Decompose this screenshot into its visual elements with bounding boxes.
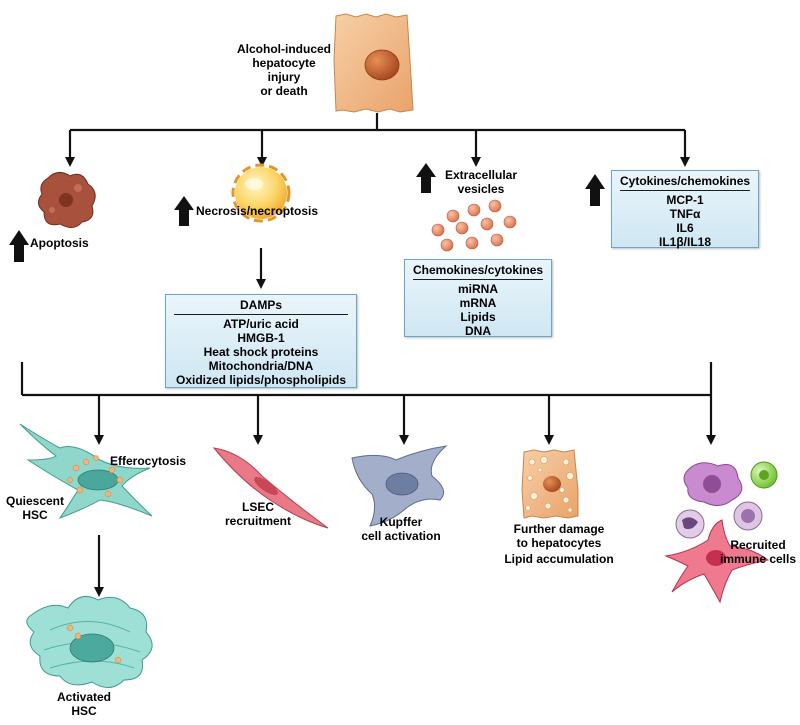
upper-branch-lines xyxy=(65,113,690,167)
cytokine-item: MCP-1 xyxy=(666,193,704,207)
quiescent-hsc-label: Quiescent HSC xyxy=(2,494,68,522)
damps-item: Mitochondria/DNA xyxy=(208,359,314,373)
damage-line: Lipid accumulation xyxy=(504,552,614,566)
immune-cells-icon xyxy=(664,461,778,604)
cytokine-item: IL6 xyxy=(676,221,694,235)
steatotic-hepatocyte-icon xyxy=(521,449,579,519)
damps-box: DAMPs ATP/uric acid HMGB-1 Heat shock pr… xyxy=(165,294,357,388)
extracellular-vesicles-label: Extracellular vesicles xyxy=(436,168,526,196)
quiescent-hsc-icon xyxy=(19,423,153,520)
immune-line: Recruited xyxy=(730,538,786,552)
activated-hsc-label: Activated HSC xyxy=(44,690,124,718)
damps-item: Heat shock proteins xyxy=(203,345,319,359)
kupffer-line: cell activation xyxy=(361,529,441,543)
extracellular-vesicles-icon xyxy=(431,199,517,252)
lsec-line: LSEC xyxy=(241,500,274,514)
cargo-item: DNA xyxy=(465,324,491,338)
damps-box-title: DAMPs xyxy=(174,298,348,315)
lsec-label: LSEC recruitment xyxy=(216,500,300,528)
vesicle-cargo-box: Chemokines/cytokines miRNA mRNA Lipids D… xyxy=(404,259,552,338)
damage-line: to hepatocytes xyxy=(516,536,602,550)
source-line: injury xyxy=(267,70,301,84)
immune-cells-label: Recruited immune cells xyxy=(718,538,798,566)
cargo-item: miRNA xyxy=(457,282,498,296)
cytokines-chemokines-box: Cytokines/chemokines MCP-1 TNFα IL6 IL1β… xyxy=(611,170,759,249)
hepatocyte-injury-label: Alcohol-induced hepatocyte injury or dea… xyxy=(234,42,334,98)
necrotic-cell-icon xyxy=(231,163,291,223)
lsec-icon xyxy=(212,447,329,529)
activated-line: HSC xyxy=(71,704,97,718)
activated-line: Activated xyxy=(56,690,112,704)
cargo-item: mRNA xyxy=(459,296,497,310)
cytokine-item: TNFα xyxy=(669,207,701,221)
efferocytosis-label: Efferocytosis xyxy=(110,454,187,468)
damage-line: Further damage xyxy=(513,522,605,536)
damps-item: Oxidized lipids/phospholipids xyxy=(175,373,346,387)
source-line: hepatocyte xyxy=(252,56,316,70)
cytokine-item: IL1β/IL18 xyxy=(658,235,711,249)
damps-item: HMGB-1 xyxy=(237,331,285,345)
source-line: or death xyxy=(260,84,308,98)
kupffer-line: Kupffer xyxy=(379,515,423,529)
cytokines-box-title: Cytokines/chemokines xyxy=(620,174,750,191)
lower-branch-lines xyxy=(20,362,716,597)
quiescent-line: Quiescent xyxy=(5,494,65,508)
cargo-item: Lipids xyxy=(460,310,496,324)
activated-hsc-icon xyxy=(26,595,153,688)
apoptotic-cell-icon xyxy=(38,172,96,228)
quiescent-line: HSC xyxy=(22,508,48,522)
hepatocyte-damage-label: Further damage to hepatocytes Lipid accu… xyxy=(494,522,624,566)
increase-arrow-icons xyxy=(9,163,605,262)
apoptosis-label: Apoptosis xyxy=(30,236,89,250)
immune-line: immune cells xyxy=(719,552,797,566)
vesicles-line: vesicles xyxy=(457,182,505,196)
damps-item: ATP/uric acid xyxy=(223,317,299,331)
kupffer-label: Kupffer cell activation xyxy=(346,515,456,543)
injured-hepatocyte-icon xyxy=(333,13,414,113)
lsec-line: recruitment xyxy=(224,514,292,528)
vesicles-line: Extracellular xyxy=(444,168,518,182)
vesicle-box-title: Chemokines/cytokines xyxy=(413,263,543,280)
kupffer-cell-icon xyxy=(351,445,448,527)
necrosis-label: Necrosis/necroptosis xyxy=(196,204,319,218)
source-line: Alcohol-induced xyxy=(237,42,331,56)
